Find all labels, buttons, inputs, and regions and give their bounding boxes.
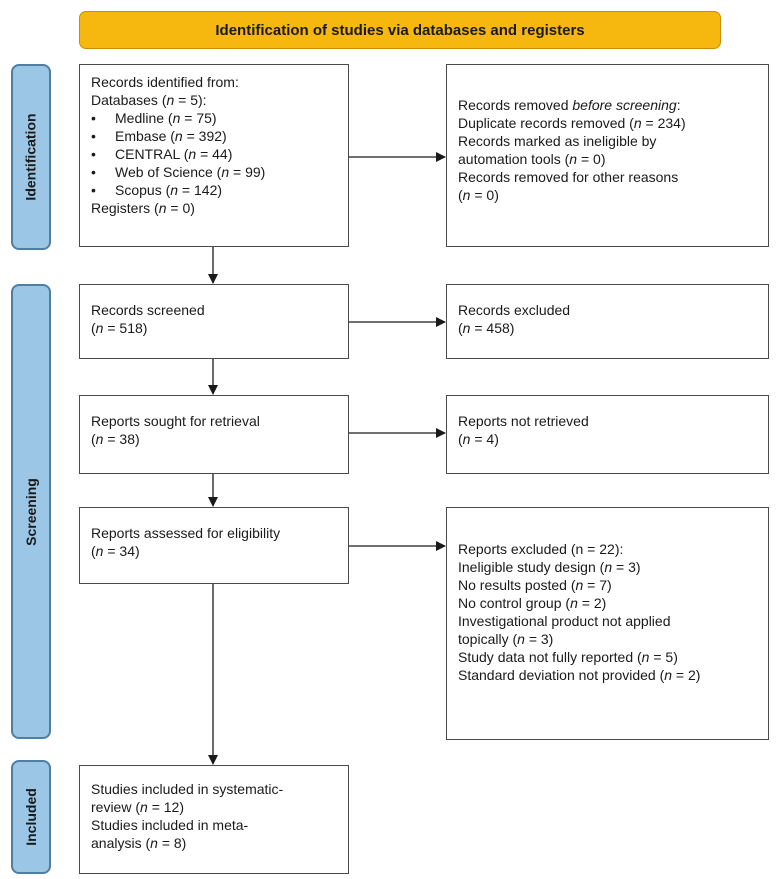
- included-systematic-line: Studies included in systematic-: [91, 781, 284, 797]
- exclusion-reason: Investigational product not applied: [458, 613, 671, 629]
- other-reasons-count: (n = 0): [458, 187, 499, 203]
- sought-count: (n = 38): [91, 431, 140, 447]
- reports-sought-box: Reports sought for retrieval (n = 38): [79, 395, 349, 474]
- diagram-header: Identification of studies via databases …: [79, 11, 721, 49]
- records-excluded-box: Records excluded (n = 458): [446, 284, 769, 359]
- database-item-central: CENTRAL (n = 44): [91, 145, 340, 163]
- registers-line: Registers (n = 0): [91, 200, 195, 216]
- records-removed-box: Records removed before screening: Duplic…: [446, 64, 769, 247]
- records-screened-box: Records screened (n = 518): [79, 284, 349, 359]
- exclusion-reason: topically (n = 3): [458, 631, 554, 647]
- records-identified-title: Records identified from:: [91, 74, 239, 90]
- exclusion-reason: No control group (n = 2): [458, 595, 607, 611]
- automation-line: automation tools (n = 0): [458, 151, 606, 167]
- assessed-count: (n = 34): [91, 543, 140, 559]
- database-item-web-of-science: Web of Science (n = 99): [91, 163, 340, 181]
- not-retrieved-title: Reports not retrieved: [458, 413, 589, 429]
- screened-count: (n = 518): [91, 320, 148, 336]
- included-meta-line: Studies included in meta-: [91, 817, 249, 833]
- database-item-medline: Medline (n = 75): [91, 109, 340, 127]
- sought-title: Reports sought for retrieval: [91, 413, 260, 429]
- assessed-title: Reports assessed for eligibility: [91, 525, 281, 541]
- exclusion-reason: Standard deviation not provided (n = 2): [458, 667, 701, 683]
- exclusion-reason: Ineligible study design (n = 3): [458, 559, 641, 575]
- not-retrieved-count: (n = 4): [458, 431, 499, 447]
- database-item-scopus: Scopus (n = 142): [91, 181, 340, 199]
- other-reasons-line: Records removed for other reasons: [458, 169, 679, 185]
- reports-excluded-title: Reports excluded (n = 22):: [458, 541, 624, 557]
- ineligible-line: Records marked as ineligible by: [458, 133, 657, 149]
- phase-label-screening: Screening: [11, 284, 51, 739]
- included-meta-count: analysis (n = 8): [91, 835, 187, 851]
- header-title: Identification of studies via databases …: [215, 21, 585, 39]
- databases-line: Databases (n = 5):: [91, 92, 207, 108]
- exclusion-reason: No results posted (n = 7): [458, 577, 612, 593]
- database-item-embase: Embase (n = 392): [91, 127, 340, 145]
- excluded-title: Records excluded: [458, 302, 571, 318]
- reports-excluded-box: Reports excluded (n = 22): Ineligible st…: [446, 507, 769, 740]
- phase-label-included: Included: [11, 760, 51, 874]
- phase-label-identification: Identification: [11, 64, 51, 250]
- duplicates-line: Duplicate records removed (n = 234): [458, 115, 686, 131]
- studies-included-box: Studies included in systematic- review (…: [79, 765, 349, 874]
- screened-title: Records screened: [91, 302, 205, 318]
- included-systematic-count: review (n = 12): [91, 799, 185, 815]
- removed-title: Records removed before screening:: [458, 97, 681, 113]
- exclusion-reason: Study data not fully reported (n = 5): [458, 649, 678, 665]
- records-identified-box: Records identified from: Databases (n = …: [79, 64, 349, 247]
- reports-assessed-box: Reports assessed for eligibility (n = 34…: [79, 507, 349, 584]
- excluded-count: (n = 458): [458, 320, 515, 336]
- reports-not-retrieved-box: Reports not retrieved (n = 4): [446, 395, 769, 474]
